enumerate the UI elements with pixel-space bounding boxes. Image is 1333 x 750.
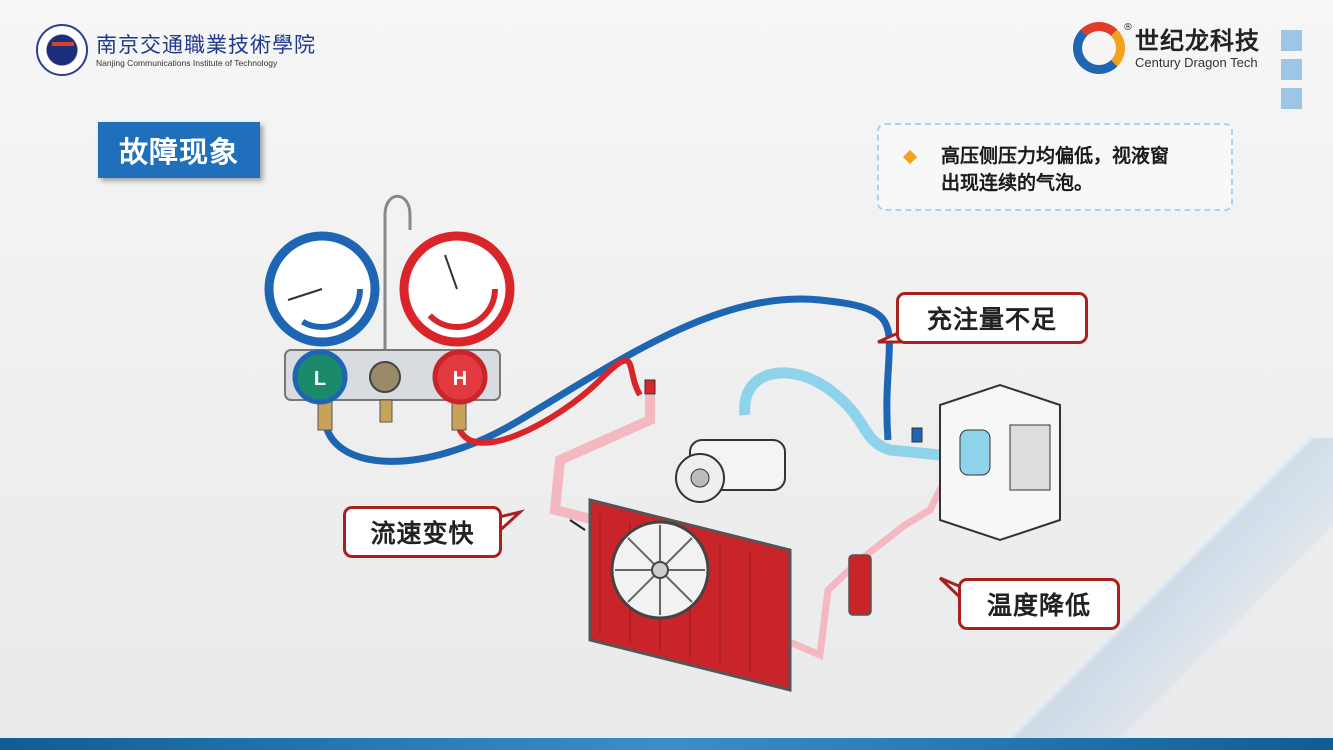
deco-square [1281, 30, 1302, 51]
note-line-2: 出现连续的气泡。 [941, 172, 1094, 194]
deco-square [1281, 88, 1302, 109]
sight-glass [369, 361, 401, 393]
high-pressure-gauge [399, 231, 515, 347]
low-side-service-port [911, 427, 923, 443]
low-side-knob[interactable]: L [292, 349, 348, 405]
school-name-cn: 南京交通職業技術學院 [96, 33, 316, 57]
school-name-en: Nanjing Communications Institute of Tech… [96, 58, 278, 68]
low-pressure-gauge [264, 231, 380, 347]
high-side-service-port [644, 379, 656, 395]
school-logo: 南京交通職業技術學院 Nanjing Communications Instit… [36, 24, 316, 76]
high-side-fitting [451, 399, 467, 431]
callout-insufficient-charge: 充注量不足 [896, 292, 1088, 344]
callout-temperature-drop: 温度降低 [958, 578, 1120, 630]
registered-mark: ® [1123, 22, 1133, 33]
low-pressure-hose [321, 295, 893, 465]
flow-arrow-icon [569, 519, 586, 531]
compressor [675, 439, 786, 503]
receiver-drier [848, 554, 872, 616]
gauge-hook [383, 194, 412, 355]
gauge-needle [287, 288, 323, 301]
gauge-needle [444, 254, 458, 290]
note-line-1: 高压侧压力均偏低，视液窗 [941, 145, 1170, 167]
school-seal-icon [36, 24, 88, 76]
deco-square [1281, 59, 1302, 80]
company-name-cn: 世纪龙科技 [1135, 26, 1260, 55]
low-side-fitting [317, 399, 333, 431]
center-fitting [379, 399, 393, 423]
dragon-logo-icon [1073, 22, 1125, 74]
page-title: 故障现象 [98, 122, 260, 178]
high-side-knob[interactable]: H [432, 349, 488, 405]
evaporator-unit [939, 383, 1061, 542]
high-pressure-hose [455, 357, 643, 446]
company-logo: 世纪龙科技 Century Dragon Tech [1073, 22, 1260, 74]
discharge-line [549, 395, 655, 525]
symptom-note: 高压侧压力均偏低，视液窗 出现连续的气泡。 [877, 123, 1233, 211]
callout-flow-faster: 流速变快 [343, 506, 502, 558]
footer-bar [0, 738, 1333, 750]
suction-line [739, 367, 941, 461]
low-knob-label: L [314, 368, 326, 390]
company-name-en: Century Dragon Tech [1135, 54, 1258, 70]
high-knob-label: H [453, 368, 467, 390]
